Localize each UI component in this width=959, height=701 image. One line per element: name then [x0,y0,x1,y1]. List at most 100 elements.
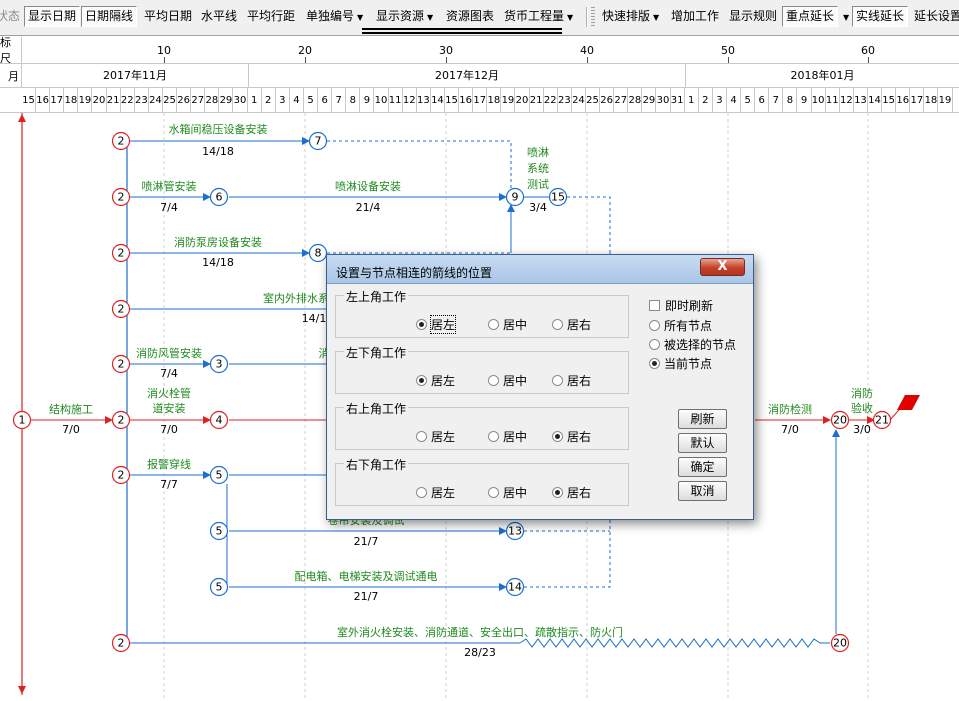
network-node[interactable]: 2 [111,354,131,374]
network-node[interactable]: 2 [111,243,131,263]
quick-layout-dropdown[interactable]: 快速排版▼ [602,9,660,23]
network-node[interactable]: 2 [111,131,131,151]
radio-center[interactable]: 居中 [488,372,527,389]
network-node[interactable]: 6 [209,187,229,207]
currency-quantity-dropdown[interactable]: 货币工程量▼ [504,9,574,23]
network-node[interactable]: 15 [548,187,568,207]
activity-name: 喷淋管安装 [142,179,197,193]
radio-dot-icon [416,487,427,498]
cancel-button[interactable]: 取消 [678,481,727,501]
activity-duration: 7/4 [160,367,178,380]
separate-numbering-dropdown[interactable]: 单独编号▼ [306,9,364,23]
close-button[interactable]: X [700,258,745,276]
radio-dot-icon [416,431,427,442]
radio-left[interactable]: 居左 [416,315,457,334]
day-cell: 9 [360,88,375,113]
day-cell: 1 [685,88,699,113]
radio-center[interactable]: 居中 [488,428,527,445]
scope-selected-nodes-radio[interactable]: 被选择的节点 [649,336,736,353]
nodes: 1 2 2 2 2 2 2 2 2 7 6 9 15 8 3 4 5 5 5 1… [12,131,892,653]
network-node[interactable]: 20 [830,410,850,430]
radio-left[interactable]: 居左 [416,428,455,445]
date-gridline-button[interactable]: 日期隔线 [81,6,138,27]
dialog-titlebar[interactable]: 设置与节点相连的箭线的位置 X [327,255,753,284]
day-cell: 29 [642,88,657,113]
activity-name: 消防风管安装 [136,346,202,360]
network-node[interactable]: 2 [111,633,131,653]
scope-all-nodes-radio[interactable]: 所有节点 [649,317,712,334]
day-cell: 4 [290,88,304,113]
network-node[interactable]: 7 [308,131,328,151]
scope-current-node-radio[interactable]: 当前节点 [649,355,712,372]
ruler-tick-label: 40 [580,44,594,57]
toolbar-underline [362,32,562,34]
activity-name: 喷淋系统测试 [527,146,549,191]
key-extend-arrow[interactable]: ▼ [836,6,853,27]
horizontal-line-button[interactable]: 水平线 [201,9,238,23]
radio-center[interactable]: 居中 [488,484,527,501]
radio-left[interactable]: 居左 [416,372,455,389]
network-node[interactable]: 2 [111,299,131,319]
day-cell: 6 [318,88,333,113]
ruler-tick [164,57,165,63]
month-cell: 2017年11月 [22,64,249,88]
network-node[interactable]: 3 [209,354,229,374]
network-node[interactable]: 9 [505,187,525,207]
network-node[interactable]: 8 [308,243,328,263]
svg-text:13: 13 [508,525,522,538]
toolbar-grip [591,7,595,27]
radio-dot-icon [649,320,660,331]
default-button[interactable]: 默认 [678,433,727,453]
ruler-tick-label: 50 [721,44,735,57]
radio-dot-icon [649,358,660,369]
activity-duration: 3/4 [529,201,547,214]
solid-extend-button[interactable]: 实线延长 [852,6,909,27]
display-rules-button[interactable]: 显示规则 [729,9,778,23]
svg-text:2: 2 [118,303,125,316]
instant-refresh-checkbox[interactable]: 即时刷新 [649,297,713,314]
key-extend-dropdown[interactable]: 重点延长 [782,6,839,27]
radio-right[interactable]: 居右 [552,428,591,445]
svg-text:2: 2 [118,135,125,148]
activity-name: 水箱间稳压设备安装 [169,122,268,136]
average-date-button[interactable]: 平均日期 [144,9,193,23]
network-node[interactable]: 2 [111,410,131,430]
day-cell: 15 [445,88,460,113]
refresh-button[interactable]: 刷新 [678,409,727,429]
network-node[interactable]: 5 [209,577,229,597]
day-cell: 29 [219,88,234,113]
ok-button[interactable]: 确定 [678,457,727,477]
extend-settings-button[interactable]: 延长设置 [914,9,959,23]
network-node[interactable]: 21 [872,410,892,430]
day-cell: 4 [727,88,742,113]
day-cell: 1 [248,88,262,113]
chevron-down-icon: ▼ [653,13,660,22]
network-node[interactable]: 5 [209,465,229,485]
radio-right[interactable]: 居右 [552,372,591,389]
network-node[interactable]: 2 [111,465,131,485]
show-resources-dropdown[interactable]: 显示资源▼ [376,9,434,23]
radio-right[interactable]: 居右 [552,484,591,501]
svg-text:2: 2 [118,414,125,427]
network-node[interactable]: 13 [505,521,525,541]
network-node[interactable]: 14 [505,577,525,597]
svg-text:5: 5 [216,469,223,482]
dummy-arrow [524,518,611,588]
network-node[interactable]: 2 [111,187,131,207]
radio-right[interactable]: 居右 [552,316,591,333]
network-node[interactable]: 20 [830,633,850,653]
network-node[interactable]: 1 [12,410,32,430]
network-node[interactable]: 5 [209,521,229,541]
radio-left[interactable]: 居左 [416,484,455,501]
day-cell: 17 [910,88,925,113]
activity-name: 消火栓管道安装 [147,386,191,415]
radio-dot-icon [416,375,427,386]
show-date-button[interactable]: 显示日期 [24,6,81,27]
radio-center[interactable]: 居中 [488,316,527,333]
add-work-button[interactable]: 增加工作 [671,9,720,23]
day-cell: 21 [530,88,544,113]
average-row-spacing-button[interactable]: 平均行距 [247,9,296,23]
resource-chart-button[interactable]: 资源图表 [446,9,495,23]
network-node[interactable]: 4 [209,410,229,430]
status-button[interactable]: 状态 [0,9,21,23]
